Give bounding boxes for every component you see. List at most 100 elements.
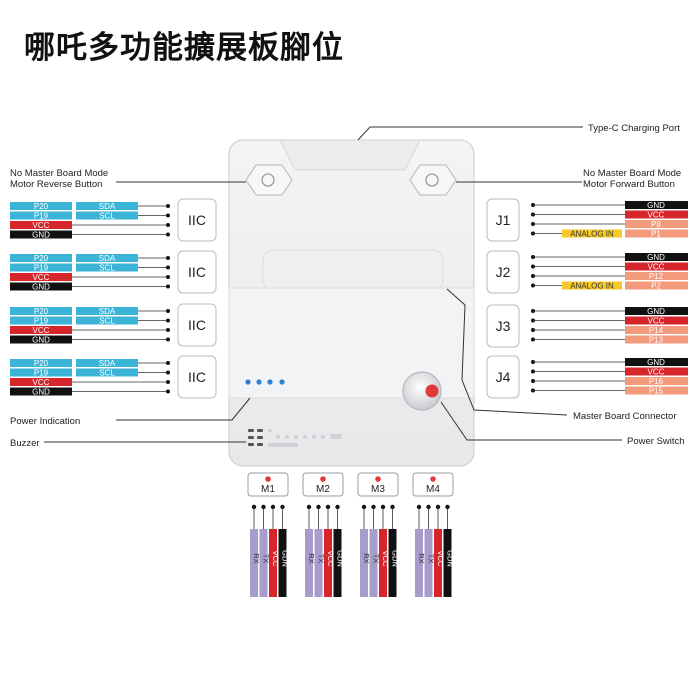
motor-port-label: M2	[316, 484, 330, 495]
motor-pin-tag	[369, 529, 378, 597]
motor-pin-tag	[250, 529, 258, 597]
j-port-label: J2	[496, 264, 511, 280]
motor-pin-label: VCC	[436, 551, 445, 567]
motor-port-box	[357, 472, 399, 497]
j-pin-label: VCC	[648, 263, 665, 272]
motor-pin-label: RX	[252, 553, 261, 563]
iic-pin-label: VCC	[33, 221, 50, 230]
motor-pin-label: RX	[417, 553, 426, 563]
iic-func-label: SDA	[99, 202, 116, 211]
iic-func-tag	[76, 368, 138, 377]
power-switch[interactable]	[402, 371, 442, 411]
iic-pin-tag	[10, 263, 72, 272]
j-pin-tag	[625, 386, 688, 395]
iic-func-label: SDA	[99, 307, 116, 316]
fwd-button-label: Motor Forward Button	[583, 179, 675, 190]
iic-func-label: SCL	[99, 264, 115, 273]
power-indication-label: Power Indication	[10, 416, 80, 427]
iic-pin-tag	[10, 282, 72, 291]
iic-pin-label: P19	[34, 212, 49, 221]
motor-forward-button[interactable]	[409, 164, 457, 196]
iic-func-label: SCL	[99, 369, 115, 378]
iic-pin-label: P20	[34, 202, 49, 211]
motor-pin-tag	[388, 529, 397, 597]
motor-port-box	[247, 472, 289, 497]
j-port-box	[486, 304, 520, 348]
iic-pin-dot	[166, 275, 170, 279]
master-connector-label: Master Board Connector	[573, 411, 677, 422]
iic-pin-tag	[10, 326, 72, 334]
j-pin-tag	[625, 253, 688, 261]
expansion-board	[228, 139, 475, 467]
iic-pin-dot	[166, 284, 170, 289]
j-pin-label: GND	[647, 307, 665, 316]
iic-pin-dot	[166, 328, 170, 332]
iic-pin-label: P20	[34, 359, 49, 368]
iic-pin-tag	[10, 387, 72, 396]
iic-func-tag	[76, 211, 138, 220]
iic-pin-dot	[166, 213, 170, 218]
j-port-label: J3	[496, 318, 511, 334]
iic-pin-label: P19	[34, 317, 49, 326]
power-indication-leds	[245, 379, 285, 385]
iic-pin-dot	[166, 223, 170, 227]
iic-port-label: IIC	[188, 369, 206, 385]
j-pin-tag	[625, 229, 688, 238]
motor-led	[265, 476, 271, 482]
iic-pin-tag	[10, 230, 72, 239]
iic-pin-tag	[10, 221, 72, 229]
motor-pin-label: VCC	[271, 551, 280, 567]
j-pin-label: P2	[651, 282, 661, 291]
iic-pin-tag	[10, 316, 72, 325]
motor-port-label: M4	[426, 484, 440, 495]
motor-port-box	[412, 472, 454, 497]
j-pin-tag	[625, 262, 688, 271]
motor-led	[430, 476, 436, 482]
iic-port-box	[177, 198, 217, 242]
motor-pin-label: TX	[427, 554, 436, 564]
motor-reverse-button[interactable]	[245, 164, 293, 196]
iic-port-box	[177, 303, 217, 347]
j-port-label: J1	[496, 212, 511, 228]
iic-pin-label: VCC	[33, 326, 50, 335]
iic-pin-label: P20	[34, 307, 49, 316]
j-pin-label: P13	[649, 336, 664, 345]
j-pin-label: VCC	[648, 368, 665, 377]
iic-pin-dot	[166, 337, 170, 342]
iic-pin-tag	[10, 368, 72, 377]
j-pin-label: VCC	[648, 211, 665, 220]
motor-pin-label: TX	[262, 554, 271, 564]
j-pin-tag	[625, 220, 688, 228]
iic-func-tag	[76, 307, 138, 315]
j-port-box	[486, 355, 520, 399]
iic-pin-tag	[10, 378, 72, 386]
iic-pin-dot	[166, 361, 170, 365]
j-pin-tag	[625, 316, 688, 325]
iic-func-label: SDA	[99, 359, 116, 368]
iic-func-tag	[76, 316, 138, 325]
motor-pin-label: GDN	[281, 550, 290, 567]
motor-pin-label: RX	[307, 553, 316, 563]
j-pin-tag	[625, 367, 688, 376]
iic-func-label: SCL	[99, 317, 115, 326]
iic-pin-dot	[166, 256, 170, 260]
motor-pin-tag	[269, 529, 277, 597]
iic-pin-tag	[10, 335, 72, 344]
iic-pin-label: P19	[34, 369, 49, 378]
analog-in-label: ANALOG IN	[570, 230, 614, 239]
iic-port-box	[177, 250, 217, 294]
motor-port-box	[302, 472, 344, 497]
iic-pin-dot	[166, 204, 170, 208]
j-pin-label: P14	[649, 326, 664, 335]
analog-in-label: ANALOG IN	[570, 282, 614, 291]
motor-pin-tag	[333, 529, 342, 597]
j-pin-label: GND	[647, 358, 665, 367]
iic-port-label: IIC	[188, 264, 206, 280]
